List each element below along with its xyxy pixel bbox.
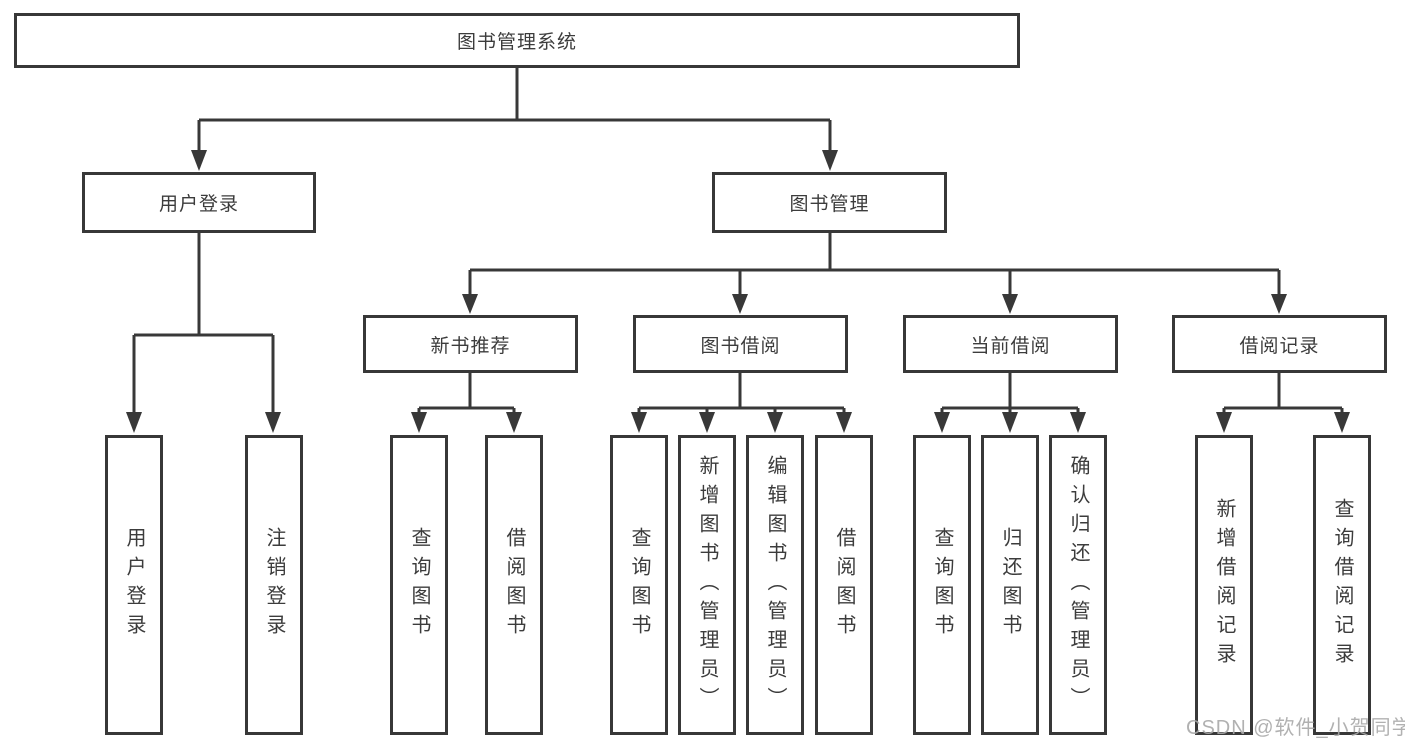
leaf-logout: 注销登录: [245, 435, 303, 735]
node-book-management: 图书管理: [712, 172, 947, 233]
leaf-recommend-query-book: 查询图书: [390, 435, 448, 735]
leaf-user-login: 用户登录: [105, 435, 163, 735]
node-new-book-recommend: 新书推荐: [363, 315, 578, 373]
node-user-login: 用户登录: [82, 172, 316, 233]
leaf-borrow-borrow-book: 借阅图书: [815, 435, 873, 735]
leaf-records-query-record: 查询借阅记录: [1313, 435, 1371, 735]
node-library-management-system: 图书管理系统: [14, 13, 1020, 68]
node-book-borrow: 图书借阅: [633, 315, 848, 373]
leaf-records-add-record: 新增借阅记录: [1195, 435, 1253, 735]
leaf-current-query-book: 查询图书: [913, 435, 971, 735]
leaf-recommend-borrow-book: 借阅图书: [485, 435, 543, 735]
leaf-borrow-edit-book-admin: 编辑图书（管理员）: [746, 435, 804, 735]
csdn-watermark: CSDN @软件_小贺同学: [1186, 717, 1405, 739]
arrowhead-group: [126, 150, 1350, 433]
node-borrow-records: 借阅记录: [1172, 315, 1387, 373]
node-current-borrow: 当前借阅: [903, 315, 1118, 373]
leaf-current-confirm-return-admin: 确认归还（管理员）: [1049, 435, 1107, 735]
leaf-borrow-add-book-admin: 新增图书（管理员）: [678, 435, 736, 735]
leaf-borrow-query-book: 查询图书: [610, 435, 668, 735]
leaf-current-return-book: 归还图书: [981, 435, 1039, 735]
